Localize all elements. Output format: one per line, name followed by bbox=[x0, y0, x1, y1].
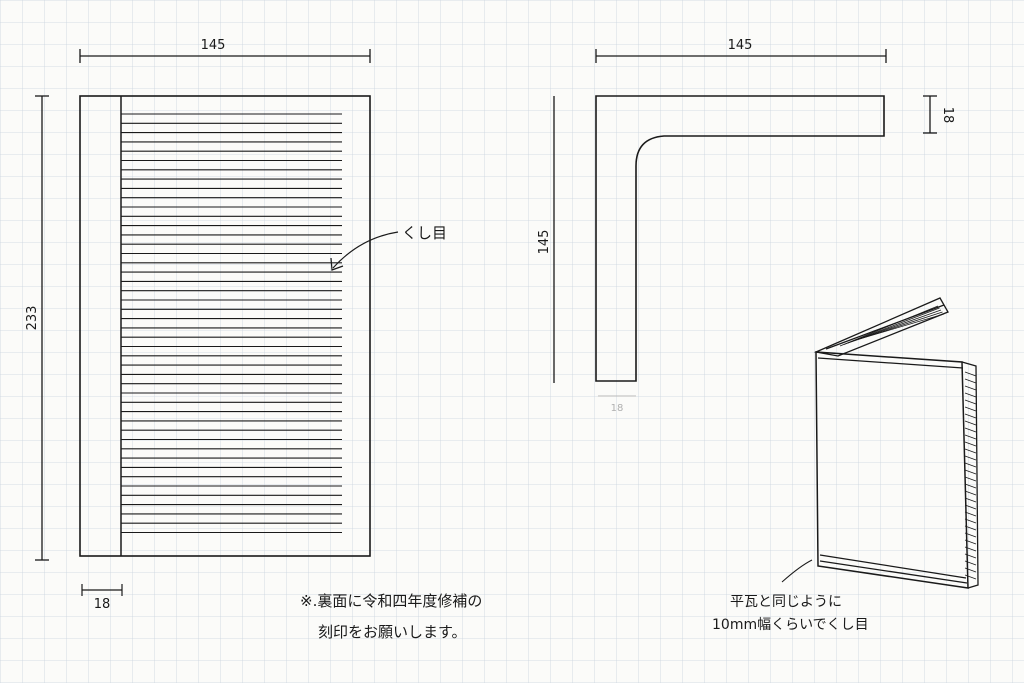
comb-callout-label: くし目 bbox=[402, 224, 447, 242]
sketch-stroke bbox=[964, 420, 977, 426]
side-thickness-label: 18 bbox=[940, 107, 955, 124]
sketch-stroke bbox=[964, 413, 977, 419]
front-view bbox=[35, 49, 399, 596]
sketch-stroke bbox=[964, 518, 977, 524]
sketch-stroke bbox=[855, 313, 945, 341]
sketch-stroke bbox=[964, 511, 977, 517]
engraving-note-line1: ※.裏面に令和四年度修補の bbox=[300, 592, 482, 610]
sketch-stroke bbox=[964, 434, 977, 440]
sketch-stroke bbox=[964, 427, 977, 433]
sketch-stroke bbox=[964, 399, 977, 405]
top-plate-comb-lines bbox=[839, 305, 945, 347]
sketch-stroke bbox=[964, 378, 977, 384]
spine-dimension bbox=[81, 584, 123, 596]
side-view bbox=[553, 49, 937, 397]
perspective-side-edge bbox=[961, 361, 979, 589]
sketch-stroke bbox=[964, 525, 977, 531]
front-height-label: 233 bbox=[25, 306, 40, 331]
sketch-stroke bbox=[964, 385, 977, 391]
sketch-stroke bbox=[964, 455, 977, 461]
sketch-stroke bbox=[964, 553, 977, 559]
sketch-stroke bbox=[964, 371, 977, 377]
engraving-note-line2: 刻印をお願いします。 bbox=[318, 623, 467, 641]
sketch-stroke bbox=[964, 567, 977, 573]
callout-arrowhead bbox=[330, 257, 344, 271]
sketch-stroke bbox=[964, 504, 977, 510]
front-width-label: 145 bbox=[201, 38, 226, 53]
sketch-stroke bbox=[964, 497, 977, 503]
perspective-top-plate bbox=[813, 297, 949, 357]
sketch-stroke bbox=[964, 469, 977, 475]
sketch-stroke bbox=[964, 490, 977, 496]
l-section-profile bbox=[595, 95, 885, 382]
sketch-stroke bbox=[964, 539, 977, 545]
front-panel-outline bbox=[79, 95, 371, 557]
side-width-dimension bbox=[595, 49, 887, 63]
sketch-stroke bbox=[964, 441, 977, 447]
front-width-dimension bbox=[79, 49, 371, 63]
sketch-stroke bbox=[964, 574, 977, 580]
side-bottom-label: 18 bbox=[611, 403, 624, 414]
side-width-label: 145 bbox=[728, 38, 753, 53]
sketch-stroke bbox=[964, 392, 977, 398]
sketch-stroke bbox=[964, 406, 977, 412]
sketch-stroke bbox=[964, 448, 977, 454]
sketch-stroke bbox=[964, 476, 977, 482]
sketch-stroke bbox=[964, 546, 977, 552]
perspective-note-line2: 10mm幅くらいでくし目 bbox=[712, 617, 869, 633]
sketch-stroke bbox=[964, 532, 977, 538]
side-thickness-dimension bbox=[923, 95, 937, 134]
sketch-stroke bbox=[964, 483, 977, 489]
comb-lines bbox=[121, 113, 342, 534]
side-height-label: 145 bbox=[537, 230, 552, 255]
sketch-stroke bbox=[964, 560, 977, 566]
perspective-view bbox=[781, 297, 979, 589]
note-pointer bbox=[781, 559, 813, 583]
perspective-note-line1: 平瓦と同じように bbox=[730, 594, 842, 610]
sketch-stroke bbox=[839, 305, 939, 347]
front-height-dimension bbox=[35, 95, 49, 561]
spine-width-label: 18 bbox=[94, 597, 111, 612]
callout-arrow bbox=[332, 231, 399, 269]
sketch-stroke bbox=[964, 462, 977, 468]
edge-hatch bbox=[964, 371, 977, 580]
